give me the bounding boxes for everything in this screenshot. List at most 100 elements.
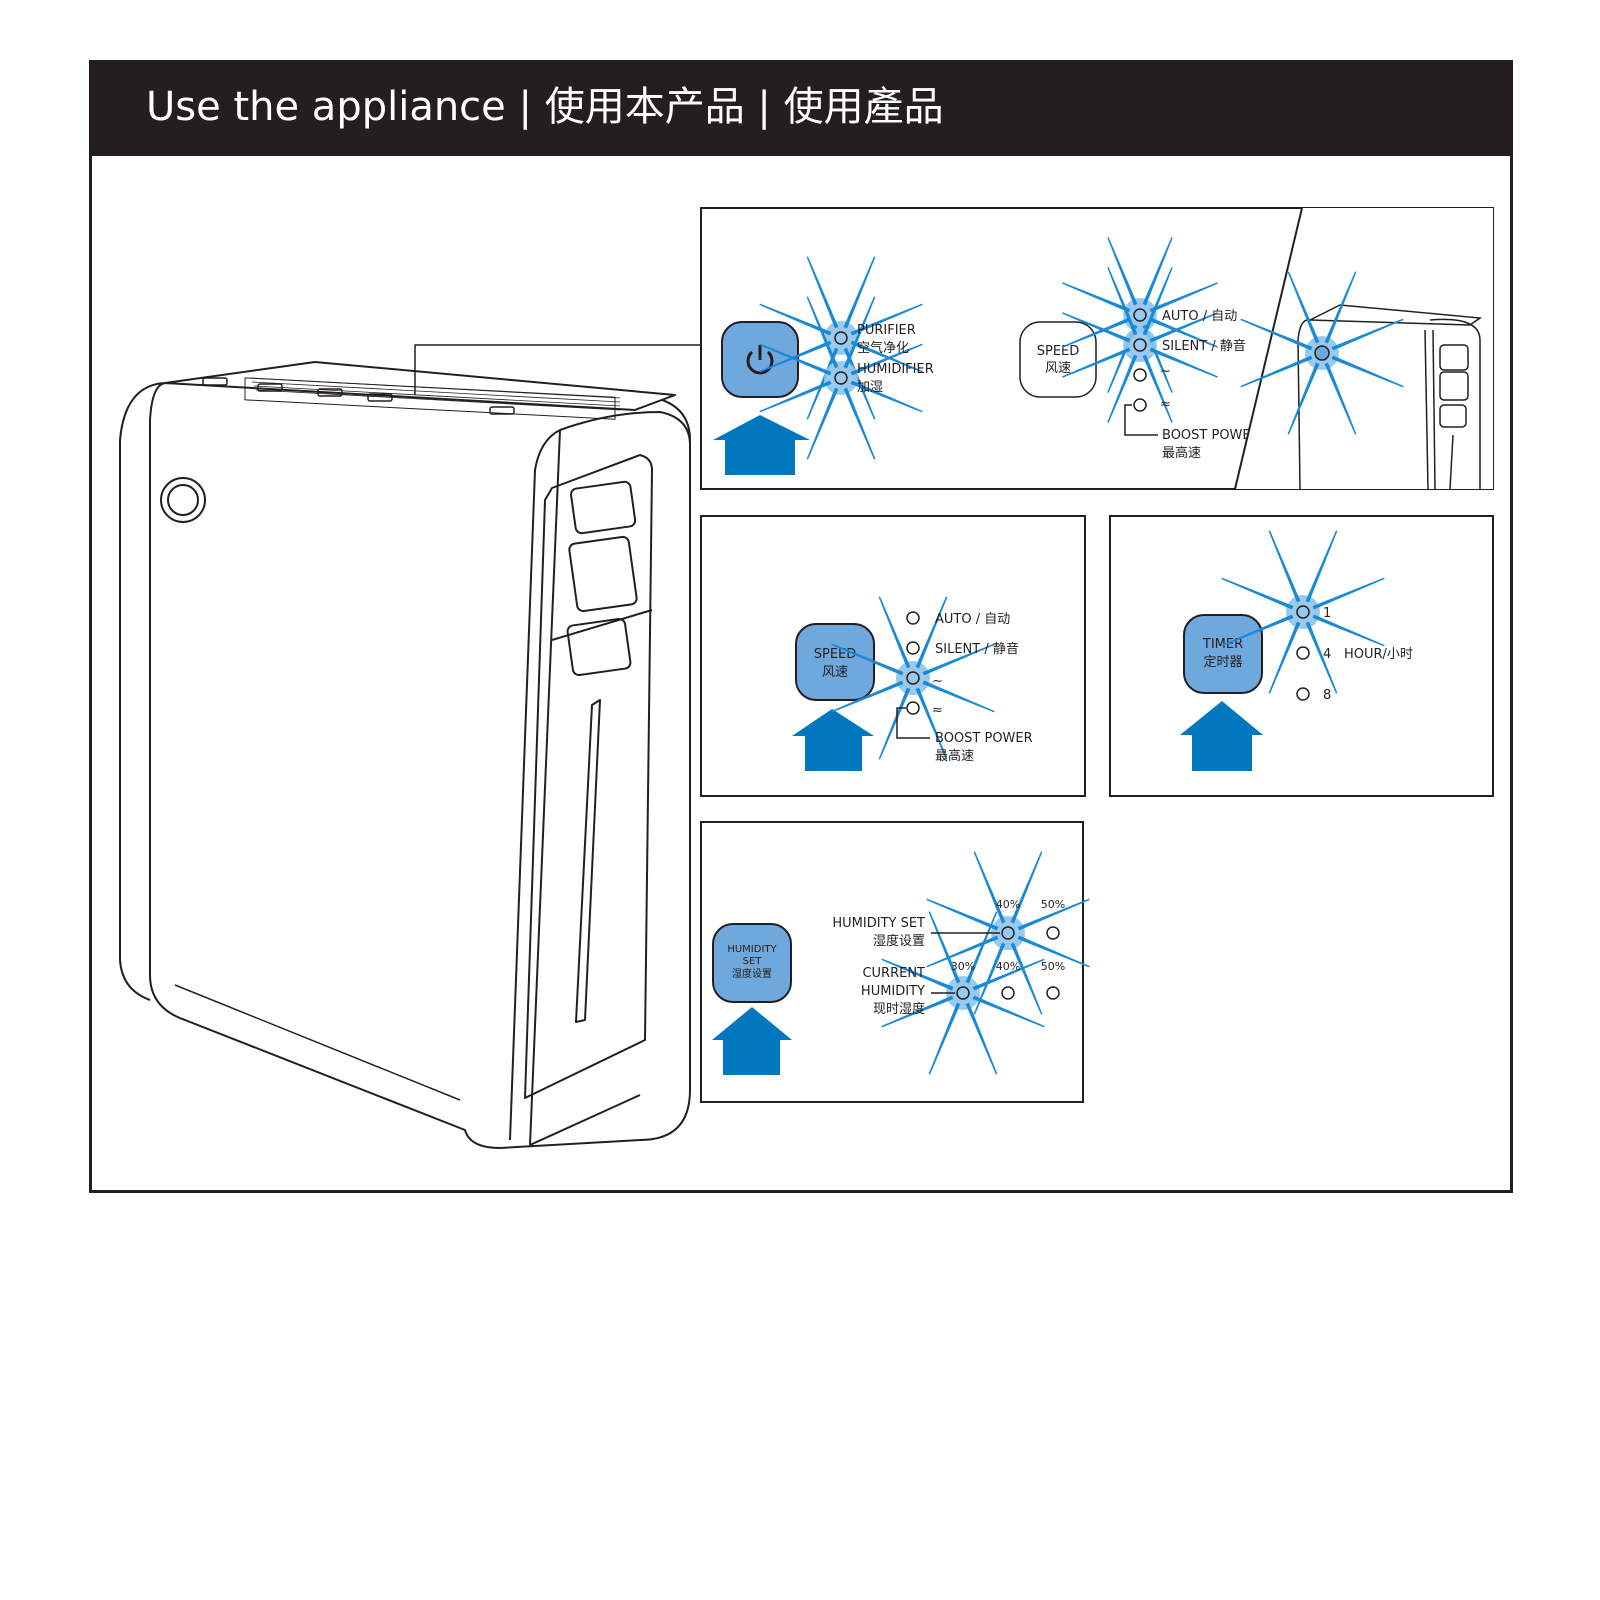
- speed-button-label-cn: 风速: [1045, 361, 1071, 376]
- side-handle: [575, 699, 601, 1023]
- flash-ray: [759, 380, 832, 413]
- flash-glow: [991, 916, 1025, 950]
- boost-bracket-2: [896, 707, 930, 739]
- flash-ray: [1268, 530, 1301, 603]
- timer-button[interactable]: [1183, 614, 1263, 694]
- flash-burst-speed: [831, 596, 995, 760]
- flash-burst-silent: [1062, 267, 1218, 423]
- flash-ray: [922, 680, 995, 713]
- speed-button-ref[interactable]: [1019, 321, 1097, 398]
- flash-ray: [759, 343, 832, 376]
- callout-line: [414, 344, 701, 395]
- flash-ray: [843, 387, 876, 460]
- label-current-humidity-cn: 现时湿度: [873, 1001, 925, 1017]
- press-arrow-timer: [1180, 701, 1263, 771]
- indicator-speed-1: [1133, 368, 1147, 382]
- label-humidifier: HUMIDIFIER: [857, 362, 934, 377]
- flash-burst-timer: [1221, 530, 1385, 694]
- side-top-edge: [559, 411, 691, 446]
- indicator-speed-1-2: [906, 671, 920, 685]
- flash-ray: [1107, 354, 1138, 423]
- indicator-set-40: [1001, 926, 1015, 940]
- label-auto-2: AUTO / 自动: [935, 612, 1010, 627]
- press-arrow-power: [713, 415, 810, 475]
- flash-burst-inset: [1240, 271, 1404, 435]
- label-purifier: PURIFIER: [857, 323, 916, 338]
- label-humidity-set: HUMIDITY SET: [832, 916, 925, 931]
- flash-ray: [928, 1002, 961, 1075]
- panel-timer-frame: [1109, 515, 1494, 797]
- indicator-current-40: [1001, 986, 1015, 1000]
- flash-ray: [1142, 267, 1173, 336]
- speed-low-icon-2: ∼: [932, 674, 943, 689]
- label-timer-unit: HOUR/小时: [1344, 647, 1413, 662]
- indicator-timer-4: [1296, 646, 1310, 660]
- indicator-timer-8: [1296, 687, 1310, 701]
- press-arrow-humidity: [712, 1007, 792, 1075]
- indicator-light-humidifier: [834, 371, 848, 385]
- label-set-50: 50%: [1041, 898, 1065, 911]
- flash-ray: [1017, 898, 1090, 931]
- flash-ray: [1107, 237, 1138, 306]
- side-slot-middle: [568, 535, 638, 613]
- flash-ray: [973, 851, 1006, 924]
- flash-ray: [1149, 282, 1218, 313]
- inset-power-light: [1314, 345, 1330, 361]
- panel-speed-frame: [700, 515, 1086, 797]
- flash-ray: [965, 1002, 998, 1075]
- appliance-body: [149, 382, 691, 1149]
- flash-ray: [1107, 267, 1138, 336]
- flash-ray: [1240, 355, 1313, 388]
- label-boost-cn: 最高速: [1162, 445, 1201, 461]
- label-timer-8: 8: [1323, 688, 1331, 703]
- humidity-set-button[interactable]: [712, 923, 792, 1003]
- speed-high-icon: ≈: [1160, 397, 1171, 412]
- side-divider: [551, 609, 653, 641]
- flash-ray: [1268, 621, 1301, 694]
- label-timer-4: 4: [1323, 647, 1331, 662]
- label-silent-2: SILENT / 静音: [935, 641, 1019, 657]
- indicator-silent: [1133, 338, 1147, 352]
- flash-ray: [881, 995, 954, 1028]
- power-ring: [160, 477, 206, 523]
- panel-timer: TIMER 定时器 1 4 HOUR/小时 8: [1109, 515, 1494, 797]
- flash-ray: [1010, 851, 1043, 924]
- flash-ray: [878, 596, 911, 669]
- label-current: CURRENT: [862, 966, 925, 981]
- indicator-current-50: [1046, 986, 1060, 1000]
- flash-ray: [1149, 312, 1218, 343]
- speed-high-icon-2: ≈: [932, 703, 943, 718]
- flash-glow: [824, 361, 858, 395]
- flash-ray: [973, 942, 1006, 1015]
- page-title: Use the appliance | 使用本产品 | 使用產品: [146, 84, 944, 130]
- speed-button[interactable]: [795, 623, 875, 701]
- flash-ray: [915, 687, 948, 760]
- appliance-drawing: [119, 344, 701, 1149]
- label-humidity-set-cn: 湿度设置: [873, 933, 925, 949]
- grille-lines: [249, 377, 621, 411]
- flash-ray: [759, 303, 832, 336]
- flash-ray: [926, 935, 999, 968]
- flash-ray: [922, 643, 995, 676]
- label-purifier-cn: 空气净化: [857, 340, 909, 356]
- humidity-button-cn: 湿度设置: [732, 967, 772, 980]
- power-icon: [746, 345, 774, 375]
- label-boost: BOOST POWER: [1162, 428, 1260, 443]
- flash-ray: [806, 387, 839, 460]
- flash-ray: [1287, 271, 1320, 344]
- timer-button-text-cn: 定时器: [1203, 655, 1242, 670]
- label-current-30: 30%: [951, 960, 975, 973]
- humidity-button-line2: SET: [743, 956, 763, 967]
- flash-ray: [1324, 362, 1357, 435]
- flash-ray: [1062, 312, 1131, 343]
- indicator-timer-1: [1296, 605, 1310, 619]
- flash-ray: [1062, 347, 1131, 378]
- label-boost-cn-2: 最高速: [935, 748, 974, 764]
- boost-bracket: [1124, 404, 1158, 436]
- flash-ray: [1312, 614, 1385, 647]
- indicator-speed-2-2: [906, 701, 920, 715]
- flash-ray: [831, 643, 904, 676]
- flash-ray: [1240, 318, 1313, 351]
- flash-ray: [965, 911, 998, 984]
